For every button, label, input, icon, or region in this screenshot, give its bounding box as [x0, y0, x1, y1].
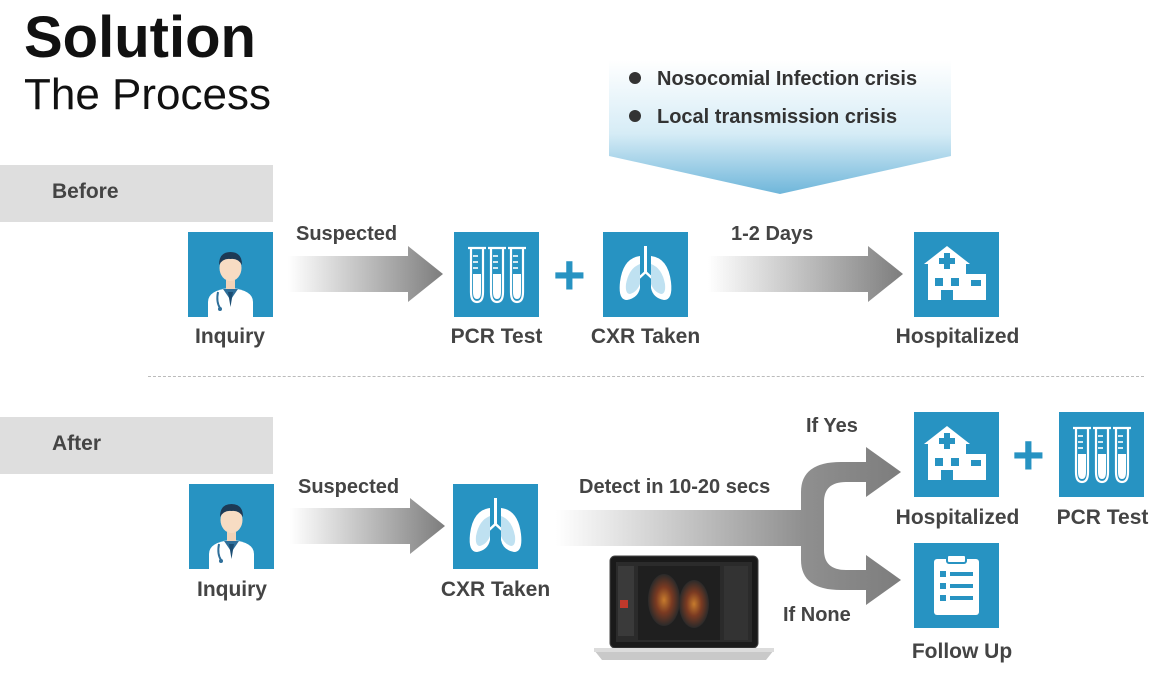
- days-label: 1-2 Days: [731, 223, 814, 245]
- suspected-arrow: [290, 498, 445, 554]
- test-tubes-icon: [468, 246, 526, 304]
- cxr-tile: [453, 484, 538, 569]
- crisis-callout: Nosocomial Infection crisis Local transm…: [609, 60, 951, 194]
- laptop-image: [594, 555, 774, 660]
- plus-icon: +: [1012, 423, 1045, 486]
- pcr-tile: [454, 232, 539, 317]
- suspected-arrow: [288, 246, 443, 302]
- doctor-tile: [188, 232, 273, 317]
- if-none-label: If None: [783, 604, 851, 626]
- pcr-label: PCR Test: [1056, 506, 1149, 529]
- after-label: After: [52, 432, 102, 455]
- callout-item: Local transmission crisis: [629, 106, 897, 129]
- suspected-label: Suspected: [298, 476, 400, 498]
- page-subtitle: The Process: [24, 70, 271, 119]
- cxr-label: CXR Taken: [590, 325, 701, 348]
- callout-arrow-shape: [609, 60, 951, 194]
- plus-icon: +: [553, 243, 586, 306]
- doctor-icon: [208, 252, 253, 317]
- callout-item-text: Local transmission crisis: [657, 106, 898, 128]
- doctor-icon: [209, 504, 254, 569]
- hospital-tile: [914, 412, 999, 497]
- bullet-icon: [629, 109, 641, 122]
- callout-item: Nosocomial Infection crisis: [629, 68, 917, 91]
- cxr-tile: [603, 232, 688, 317]
- hospital-tile: [914, 232, 999, 317]
- pcr-tile: [1059, 412, 1144, 497]
- callout-item-text: Nosocomial Infection crisis: [657, 68, 918, 90]
- section-divider: [148, 376, 1144, 377]
- doctor-tile: [189, 484, 274, 569]
- pcr-label: PCR Test: [450, 325, 543, 348]
- days-arrow: [708, 246, 903, 302]
- if-yes-label: If Yes: [806, 415, 858, 437]
- inquiry-label: Inquiry: [196, 578, 267, 601]
- page-title: Solution: [24, 5, 256, 70]
- before-band: [0, 165, 273, 222]
- before-label: Before: [52, 180, 119, 203]
- detect-label: Detect in 10-20 secs: [579, 476, 771, 498]
- hospital-icon: [924, 426, 986, 480]
- hospitalized-label: Hospitalized: [895, 325, 1020, 348]
- hospitalized-label: Hospitalized: [895, 506, 1020, 529]
- bullet-icon: [629, 71, 641, 84]
- cxr-label: CXR Taken: [440, 578, 551, 601]
- clipboard-icon: [934, 554, 979, 615]
- detect-fork-arrow: [556, 447, 901, 605]
- inquiry-label: Inquiry: [194, 325, 265, 348]
- followup-tile: [914, 543, 999, 628]
- lungs-icon: [619, 246, 672, 300]
- after-band: [0, 417, 273, 474]
- follow-up-label: Follow Up: [911, 640, 1013, 663]
- suspected-label: Suspected: [296, 223, 398, 245]
- hospital-icon: [924, 246, 986, 300]
- test-tubes-icon: [1073, 426, 1131, 484]
- lungs-icon: [469, 498, 522, 552]
